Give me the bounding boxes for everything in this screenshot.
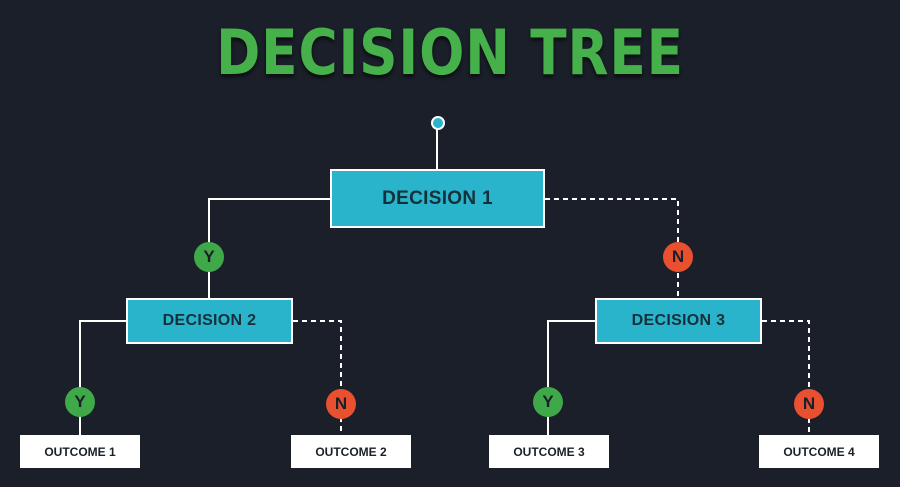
d1-no-badge: N	[663, 242, 693, 272]
root-node-dot	[431, 116, 445, 130]
outcome-3-box: OUTCOME 3	[489, 435, 609, 468]
decision-3-box: DECISION 3	[595, 298, 762, 344]
page-title: DECISION TREE	[216, 16, 684, 89]
outcome-3-label: OUTCOME 3	[513, 444, 585, 459]
d3-no-badge: N	[794, 389, 824, 419]
decision-1-label: DECISION 1	[382, 187, 493, 209]
decision-3-label: DECISION 3	[631, 312, 726, 329]
d2-yes-badge: Y	[65, 387, 95, 417]
d2-no-connector	[293, 320, 342, 435]
outcome-1-box: OUTCOME 1	[20, 435, 140, 468]
d2-no-badge: N	[326, 389, 356, 419]
d3-yes-badge: Y	[533, 387, 563, 417]
outcome-4-box: OUTCOME 4	[759, 435, 879, 468]
d1-yes-connector	[208, 198, 330, 298]
decision-2-label: DECISION 2	[162, 312, 257, 329]
d1-yes-badge: Y	[194, 242, 224, 272]
d3-no-connector	[762, 320, 810, 435]
outcome-4-label: OUTCOME 4	[783, 444, 855, 459]
d3-yes-connector	[547, 320, 595, 435]
decision-1-box: DECISION 1	[330, 169, 545, 228]
d1-no-connector	[545, 198, 679, 298]
outcome-2-label: OUTCOME 2	[315, 444, 387, 459]
d2-yes-connector	[79, 320, 126, 435]
outcome-2-box: OUTCOME 2	[291, 435, 411, 468]
outcome-1-label: OUTCOME 1	[44, 444, 116, 459]
decision-2-box: DECISION 2	[126, 298, 293, 344]
